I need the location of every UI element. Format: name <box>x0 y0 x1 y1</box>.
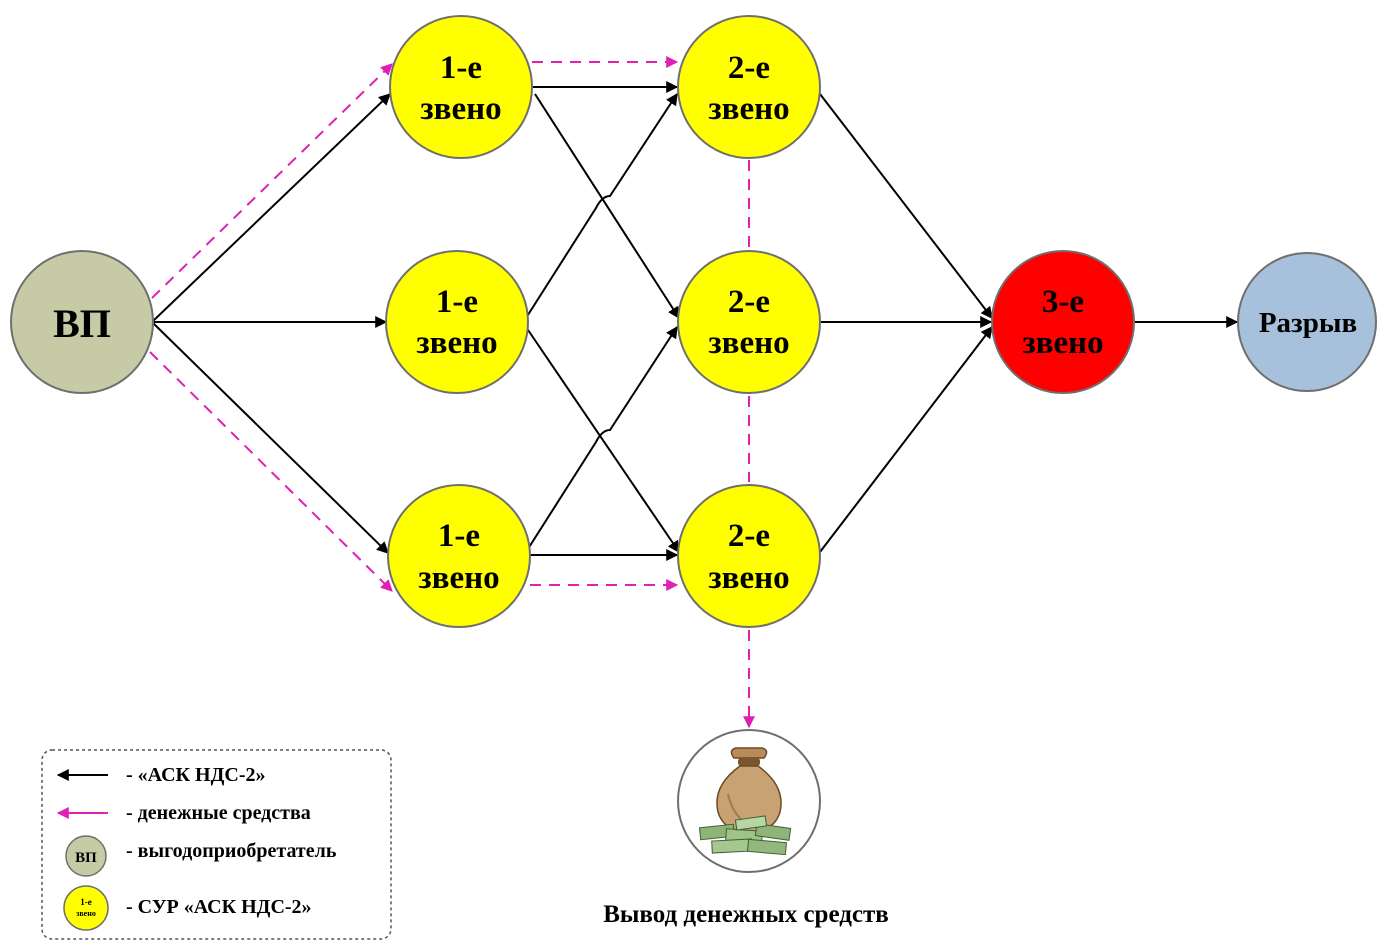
node-l2-top-line1: 2-е <box>728 50 770 86</box>
legend-box <box>41 749 392 940</box>
node-l1-bot: 1-е звено <box>387 484 531 628</box>
node-l3-line2: звено <box>1022 325 1103 361</box>
node-l2-bot: 2-е звено <box>677 484 821 628</box>
node-l2-bot-line1: 2-е <box>728 518 770 554</box>
node-l1-mid-line1: 1-е <box>436 284 478 320</box>
node-l2-mid-line2: звено <box>708 325 789 361</box>
node-l1-top-line2: звено <box>420 91 501 127</box>
money-vp-to-l1-bot <box>149 351 393 592</box>
legend-item-sur-text: - СУР «АСК НДС-2» <box>126 896 312 918</box>
node-l2-bot-line2: звено <box>708 560 789 596</box>
node-l3: 3-е звено <box>991 250 1135 394</box>
node-gap-label: Разрыв <box>1259 307 1357 339</box>
arrow-l1bot-to-l2mid <box>525 325 678 553</box>
node-l2-top-line2: звено <box>708 91 789 127</box>
legend-vp-circle-label: ВП <box>75 850 97 866</box>
node-l2-mid-line1: 2-е <box>728 284 770 320</box>
legend-link-circle-label-2: звено <box>76 909 96 918</box>
legend-link-circle-icon <box>63 885 109 931</box>
withdrawal-caption: Вывод денежных средств <box>603 901 889 928</box>
node-l1-top-line1: 1-е <box>440 50 482 86</box>
node-l1-bot-line2: звено <box>418 560 499 596</box>
node-l3-line1: 3-е <box>1042 284 1084 320</box>
node-l2-top: 2-е звено <box>677 15 821 159</box>
legend-item-ask: - «АСК НДС-2» <box>56 764 265 786</box>
legend-item-beneficiary: ВП - выгодоприобретатель <box>65 835 337 877</box>
node-l1-mid: 1-е звено <box>385 250 529 394</box>
node-vp-label: ВП <box>53 301 111 346</box>
arrow-l2top-to-l3 <box>819 93 993 319</box>
black-arrows <box>151 81 1239 561</box>
arrow-l2bot-to-l3 <box>819 326 993 553</box>
legend-link-circle-label-1: 1-е <box>80 897 92 907</box>
arrow-l1mid-to-l2bot <box>525 326 680 553</box>
node-l1-top: 1-е звено <box>389 15 533 159</box>
arrow-l1mid-to-l2top <box>525 92 678 319</box>
legend-item-money-text: - денежные средства <box>126 802 311 824</box>
node-l1-bot-line1: 1-е <box>438 518 480 554</box>
legend-item-beneficiary-text: - выгодоприобретатель <box>126 840 337 862</box>
legend-item-ask-text: - «АСК НДС-2» <box>126 764 265 786</box>
node-l1-mid-line2: звено <box>416 325 497 361</box>
arrow-vp-to-l1-top <box>151 93 391 323</box>
withdrawal: Вывод денежных средств <box>603 729 889 928</box>
node-vp: ВП <box>10 250 154 394</box>
money-vp-to-l1-top <box>151 63 393 299</box>
arrow-l1top-to-l2mid <box>534 93 680 320</box>
legend-item-sur: 1-е звено - СУР «АСК НДС-2» <box>63 885 312 931</box>
legend-item-money: - денежные средства <box>56 802 311 824</box>
node-l2-mid: 2-е звено <box>677 250 821 394</box>
node-gap: Разрыв <box>1237 252 1377 392</box>
legend: - «АСК НДС-2» - денежные средства ВП - в… <box>41 749 392 940</box>
money-bag-icon <box>698 747 792 856</box>
legend-vp-circle-icon <box>65 835 107 877</box>
arrow-vp-to-l1-bot <box>151 321 389 554</box>
money-arrows <box>149 56 755 729</box>
